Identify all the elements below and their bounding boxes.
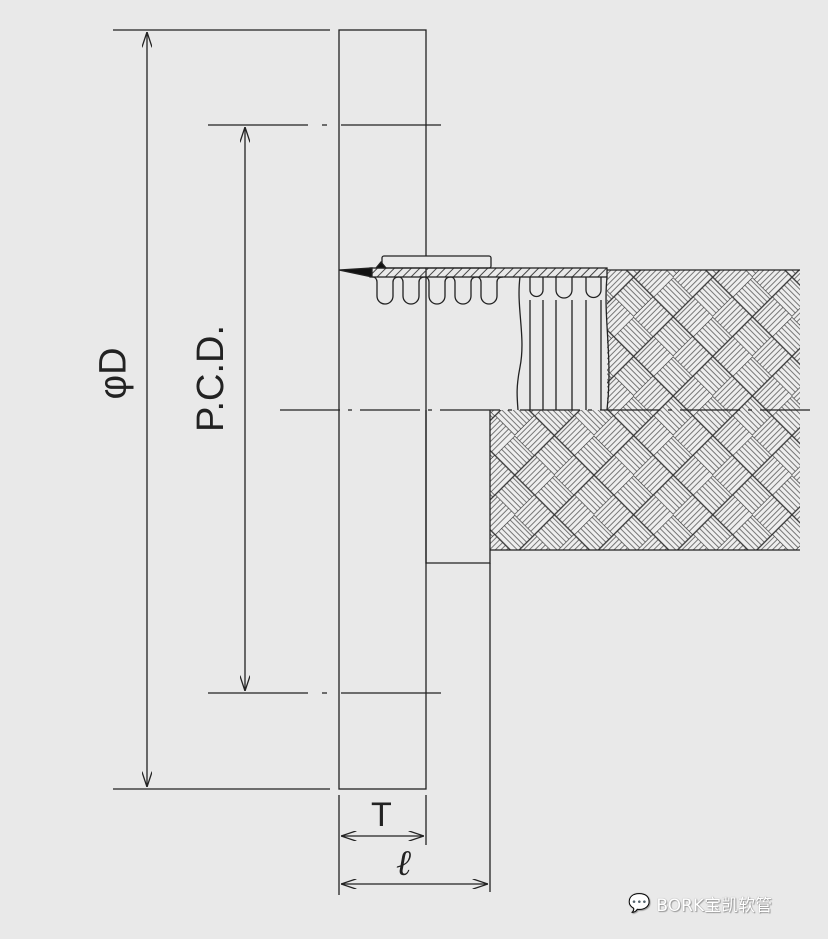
diameter-label: φD	[92, 347, 135, 400]
length-label: ℓ	[396, 843, 411, 883]
hose-wall	[369, 267, 608, 278]
watermark: 💬 BORK宝凯软管	[628, 891, 772, 916]
corrugations	[372, 276, 504, 305]
collar	[381, 255, 492, 269]
lower-braid	[490, 410, 800, 550]
thickness-label: T	[371, 796, 392, 834]
watermark-text: BORK宝凯软管	[656, 896, 773, 916]
upper-braid	[607, 270, 800, 410]
pcd-label: P.C.D.	[190, 324, 233, 433]
wechat-icon: 💬	[628, 893, 651, 914]
